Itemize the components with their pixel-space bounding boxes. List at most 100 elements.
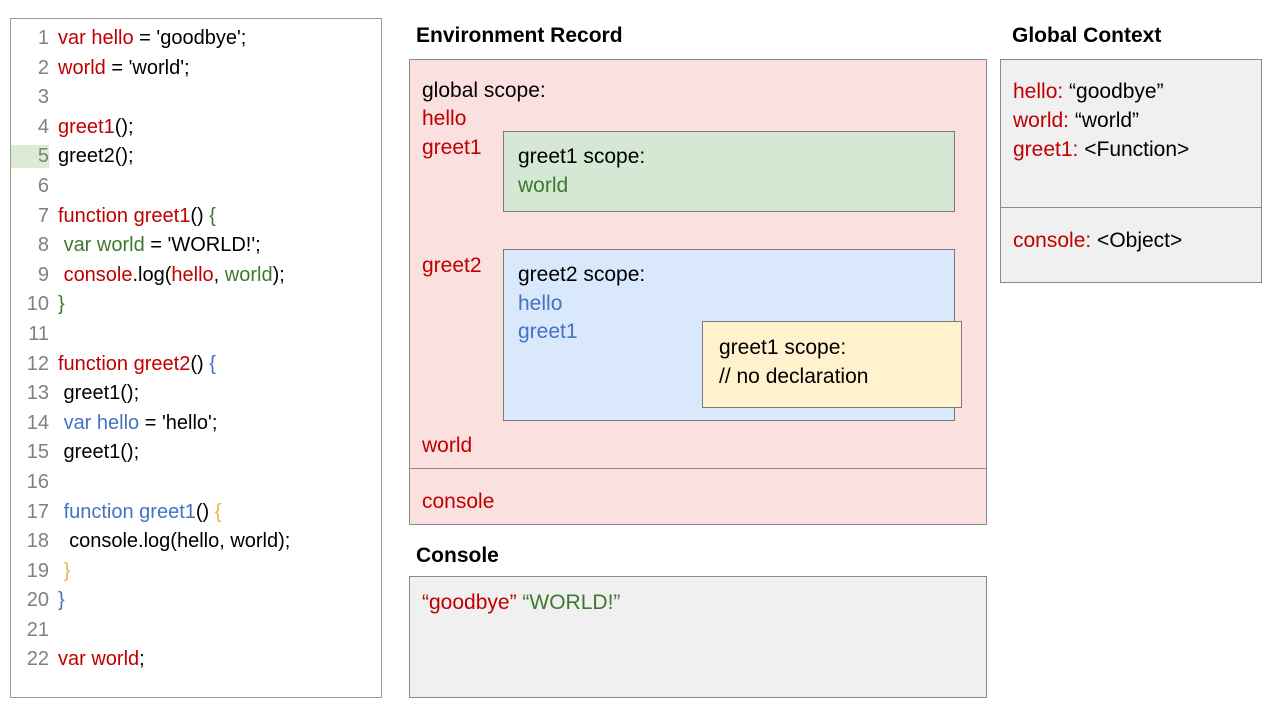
code-line-text: greet1(); <box>49 441 140 464</box>
code-line-text: greet1(); <box>49 116 134 139</box>
code-line[interactable]: 21 <box>11 619 381 649</box>
global-context-row: hello: “goodbye” <box>1013 77 1261 106</box>
code-token: = 'hello'; <box>139 411 218 434</box>
code-token: function greet1 <box>63 500 196 523</box>
code-token: world <box>58 56 106 79</box>
console-panel[interactable]: “goodbye” “WORLD!” <box>409 576 987 698</box>
line-number: 13 <box>26 382 49 405</box>
code-line-text: } <box>49 589 65 612</box>
line-number: 18 <box>26 530 49 553</box>
global-scope-region: global scope: hello greet1 greet2 world … <box>410 60 986 469</box>
code-token: var world <box>58 648 140 671</box>
greet2-scope-title: greet2 scope: <box>518 263 646 286</box>
line-number: 7 <box>37 204 49 227</box>
global-context-key: hello: <box>1013 80 1064 103</box>
binding-hello: hello <box>422 107 467 130</box>
code-line[interactable]: 9 console.log(hello, world); <box>11 264 381 294</box>
line-number: 2 <box>37 56 49 79</box>
line-number: 1 <box>37 27 49 49</box>
code-line-text: var world; <box>49 648 145 671</box>
code-token: ; <box>139 648 145 671</box>
line-number: 6 <box>37 174 49 197</box>
code-line-text: console.log(hello, world); <box>49 264 285 287</box>
global-context-value: “world” <box>1069 109 1140 132</box>
code-token: () <box>195 500 215 523</box>
global-context-value: “goodbye” <box>1063 80 1164 103</box>
greet1-inner-scope-box: greet1 scope: // no declaration <box>702 321 962 408</box>
binding-greet1: greet1 <box>422 136 482 159</box>
greet1-scope-box: greet1 scope: world <box>503 131 955 212</box>
greet2-scope-box: greet2 scope: hello greet1 greet1 scope:… <box>503 249 962 421</box>
global-context-key: greet1: <box>1013 138 1079 161</box>
code-token: ); <box>272 263 285 286</box>
console-output-token: “goodbye” <box>422 591 517 614</box>
console-binding-region: console <box>410 469 986 524</box>
console-title: Console <box>416 544 499 567</box>
binding-console: console <box>422 490 495 513</box>
environment-record-panel: global scope: hello greet1 greet2 world … <box>409 59 987 525</box>
code-line[interactable]: 13 greet1(); <box>11 382 381 412</box>
code-line[interactable]: 20} <box>11 589 381 619</box>
greet1-scope-title: greet1 scope: <box>518 145 646 168</box>
console-output: “goodbye” “WORLD!” <box>422 591 986 615</box>
binding-greet2: greet2 <box>422 254 482 277</box>
code-token: greet1(); <box>58 441 140 464</box>
console-output-token: “WORLD!” <box>522 591 621 614</box>
code-line[interactable]: 16 <box>11 471 381 501</box>
code-line[interactable]: 14 var hello = 'hello'; <box>11 412 381 442</box>
greet2-scope-entry-greet1: greet1 <box>518 320 578 343</box>
line-number: 17 <box>26 500 49 523</box>
line-number: 3 <box>37 86 49 109</box>
code-line[interactable]: 8 var world = 'WORLD!'; <box>11 234 381 264</box>
global-context-panel: hello: “goodbye”world: “world”greet1: <F… <box>1000 59 1262 283</box>
code-line[interactable]: 17 function greet1() { <box>11 501 381 531</box>
code-token: } <box>63 559 71 582</box>
code-token: (); <box>114 115 134 138</box>
code-line-text: function greet1() { <box>49 500 222 524</box>
code-line[interactable]: 10} <box>11 293 381 323</box>
global-context-row: world: “world” <box>1013 106 1261 135</box>
code-line-text: } <box>49 293 65 316</box>
global-context-key: console: <box>1013 229 1092 252</box>
global-scope-label: global scope: <box>422 79 546 102</box>
code-line-text: var hello = 'goodbye'; <box>49 27 246 50</box>
line-number: 22 <box>26 648 49 671</box>
code-token: = 'world'; <box>105 56 190 79</box>
line-number: 19 <box>26 559 49 582</box>
code-line[interactable]: 2 world = 'world'; <box>11 57 381 87</box>
code-token: () <box>190 352 210 375</box>
code-line-text: function greet2() { <box>49 353 216 376</box>
environment-record-title: Environment Record <box>416 24 623 47</box>
code-token: = 'goodbye'; <box>133 27 247 49</box>
code-line[interactable]: 6 <box>11 175 381 205</box>
binding-world: world <box>422 434 473 457</box>
code-token: hello <box>171 263 214 286</box>
line-number: 14 <box>26 411 49 434</box>
global-context-key: world: <box>1013 109 1070 132</box>
code-line[interactable]: 18 console.log(hello, world); <box>11 530 381 560</box>
line-number: 10 <box>26 293 49 316</box>
line-number: 12 <box>26 352 49 375</box>
code-line[interactable]: 19 } <box>11 560 381 590</box>
code-token: var hello <box>63 411 140 434</box>
global-context-object-row: console: <Object> <box>1013 226 1261 255</box>
code-line-text: greet2(); <box>49 145 134 168</box>
code-line-text: } <box>49 559 71 583</box>
line-number: 4 <box>37 115 49 138</box>
global-context-variables: hello: “goodbye”world: “world”greet1: <F… <box>1001 60 1261 208</box>
code-line[interactable]: 3 <box>11 86 381 116</box>
line-number: 15 <box>26 441 49 464</box>
code-token: = 'WORLD!'; <box>144 234 261 257</box>
line-number: 21 <box>26 618 49 641</box>
greet1-inner-scope-title: greet1 scope: <box>719 336 847 359</box>
code-line-text: var world = 'WORLD!'; <box>49 234 261 257</box>
code-line[interactable]: 15 greet1(); <box>11 441 381 471</box>
code-line[interactable]: 11 <box>11 323 381 353</box>
